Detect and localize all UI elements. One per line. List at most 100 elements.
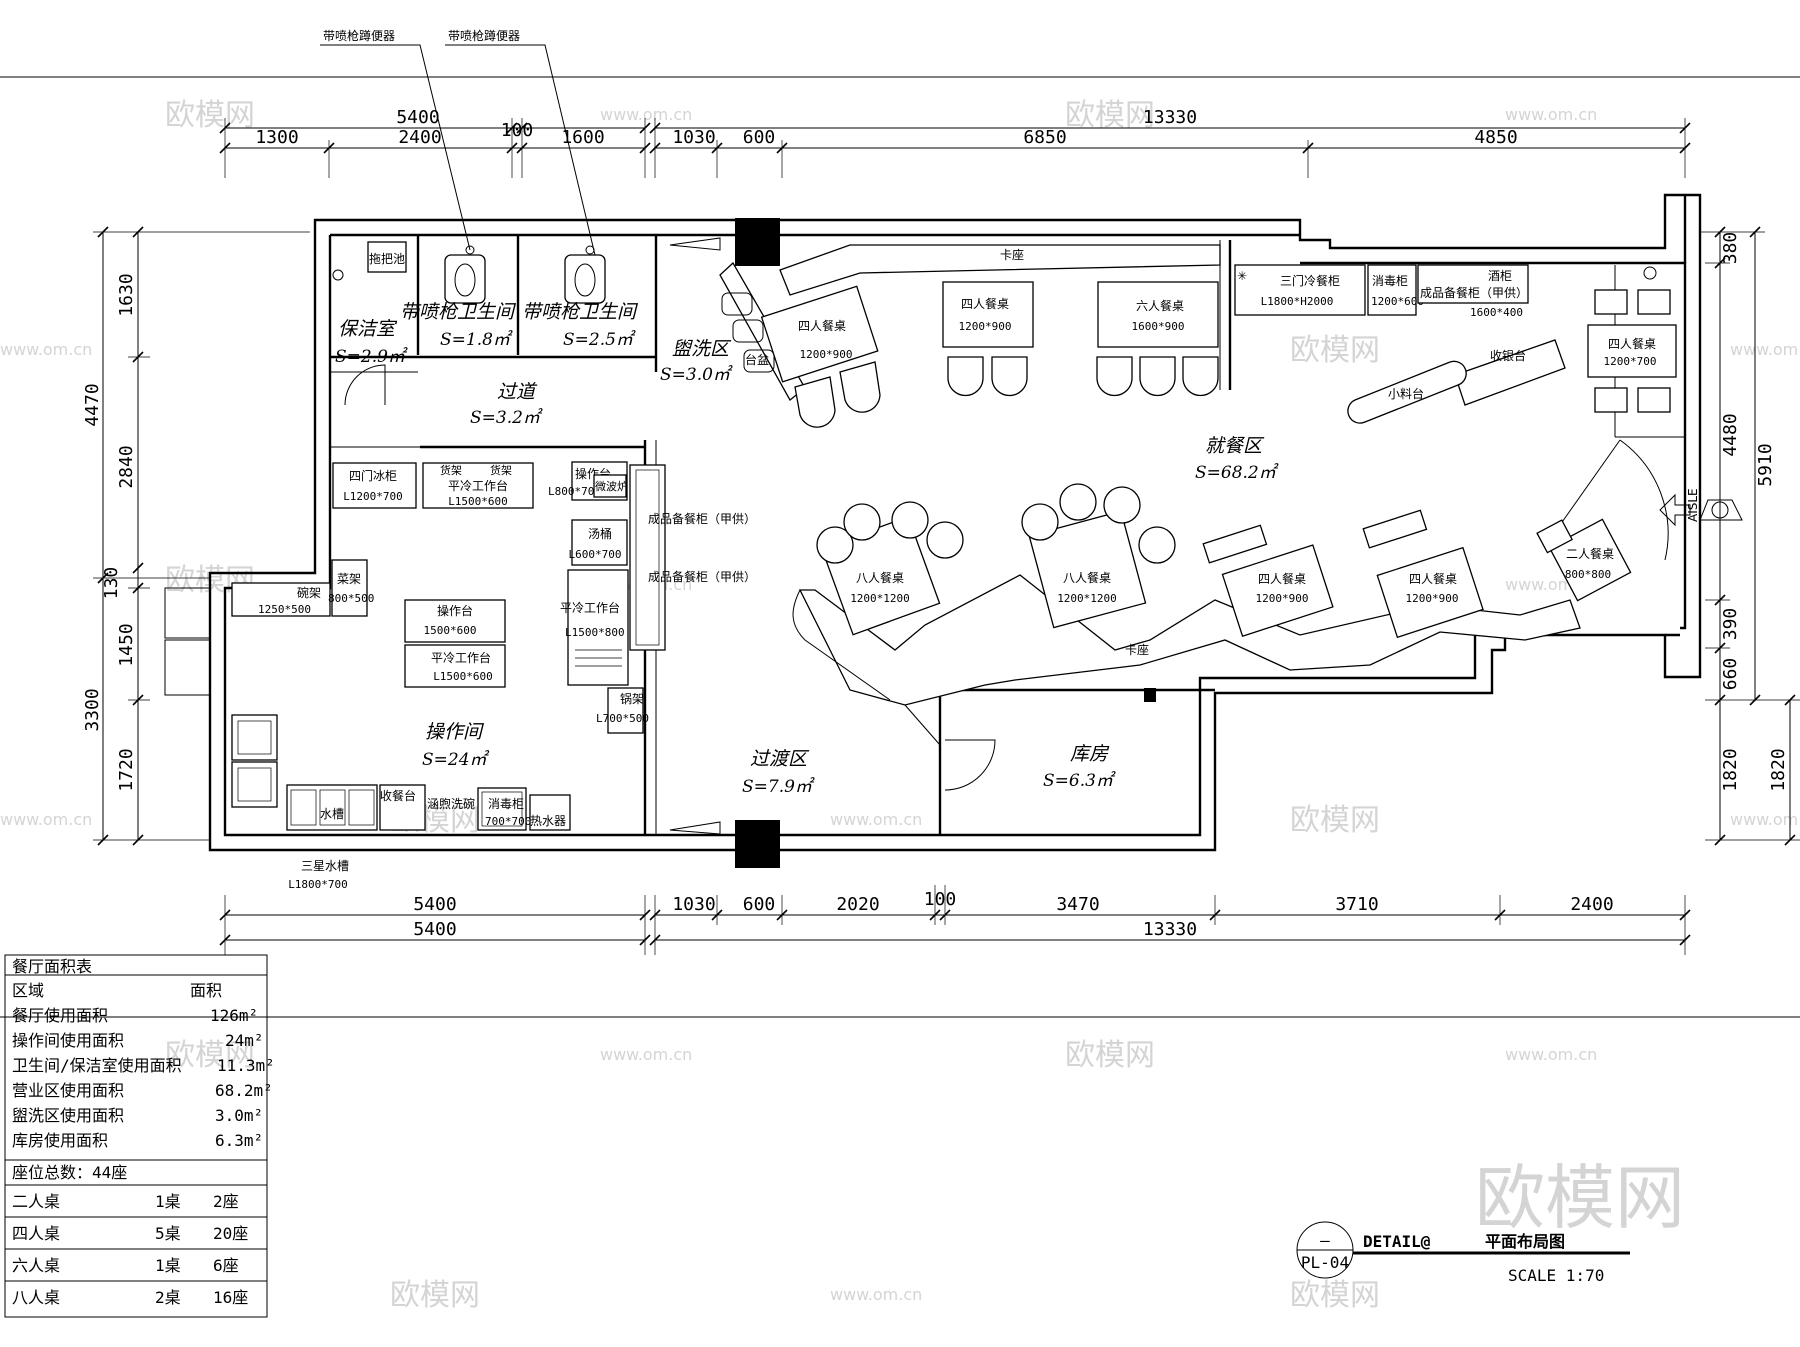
dim-left-inner: 1720 <box>116 748 137 791</box>
chair <box>891 501 929 539</box>
four-table-4-label: 四人餐桌 <box>1258 571 1306 586</box>
dim-right-inner: 4480 <box>1720 413 1741 456</box>
four-table-2 <box>942 281 1034 348</box>
shelf-label: 货架 <box>440 463 462 477</box>
wok-rack <box>607 687 644 734</box>
three-door-name: 三门冷餐柜 <box>1280 273 1340 288</box>
dim-top-seg: 6850 <box>1023 127 1066 148</box>
sheet-symbol-top: — <box>1320 1231 1330 1250</box>
room-corridor-name: 过道 <box>497 381 538 403</box>
seat-row-tables: 1桌 <box>155 1192 181 1211</box>
finished-cabinet-1 <box>629 464 666 651</box>
watermark-site: www.om.cn <box>1505 105 1597 124</box>
dim-top-seg: 1300 <box>255 127 298 148</box>
veg-rack-label: 菜架 <box>337 572 361 586</box>
disinfect-label: 消毒柜 <box>488 797 524 811</box>
right-dimensions: 380 4480 390 660 1820 5910 1820 <box>1700 226 1800 846</box>
bowl-rack-label: 碗架 <box>297 585 321 600</box>
drawing-scale: SCALE 1:70 <box>1508 1266 1604 1285</box>
area-table-title: 餐厅面积表 <box>12 957 92 976</box>
chair <box>839 361 881 413</box>
doors <box>164 237 1669 835</box>
dim-right-inner: 380 <box>1720 232 1741 265</box>
dim-top-seg: 1030 <box>672 127 715 148</box>
four-table-1 <box>760 285 879 383</box>
chair <box>1096 356 1133 397</box>
detail-label: DETAIL@ <box>1363 1232 1431 1251</box>
seat-row-seats: 6座 <box>213 1256 239 1275</box>
watermark-site: www.om.cn <box>1505 1045 1597 1064</box>
watermark-brand: 欧模网 <box>1065 1038 1155 1073</box>
squat-toilet-icon <box>564 254 606 304</box>
room-cleaning-area: S=2.9㎡ <box>335 347 408 367</box>
chair <box>1536 519 1573 554</box>
room-toilet2-name: 带喷枪卫生间 <box>522 301 639 323</box>
sheet-number: PL-04 <box>1301 1253 1349 1272</box>
mop-pool-label: 拖把池 <box>369 252 405 266</box>
cold-bench-3-name: 平冷工作台 <box>431 650 491 665</box>
callout-left: 带喷枪蹲便器 <box>323 28 395 43</box>
seat-row-tables: 5桌 <box>155 1224 181 1243</box>
floor-drain-icon <box>1643 266 1657 280</box>
seat-row-type: 八人桌 <box>12 1288 60 1307</box>
wok-rack-size: L700*500 <box>596 712 649 725</box>
area-row-region: 盥洗区使用面积 <box>12 1106 124 1125</box>
dim-top-gap: 100 <box>501 120 534 141</box>
dim-right-outer: 5910 <box>1755 443 1776 486</box>
booth-top-label: 卡座 <box>1000 247 1024 262</box>
four-table-4 <box>1221 544 1334 638</box>
three-door-size: L1800*H2000 <box>1261 295 1334 308</box>
room-dining-name: 就餐区 <box>1205 435 1265 457</box>
microwave-label: 微波炉 <box>595 479 628 493</box>
six-table-size: 1600*900 <box>1132 320 1185 333</box>
mop-pool <box>367 241 407 273</box>
cashier-label: 收银台 <box>1490 348 1526 363</box>
veg-rack <box>331 559 368 617</box>
dim-top-total-left: 5400 <box>396 107 439 128</box>
room-wash-area: S=3.0㎡ <box>660 365 733 385</box>
work-counter-size: L800*700 <box>548 485 601 498</box>
sink-3-size: L1800*700 <box>288 878 348 891</box>
four-table-3-size: 1200*700 <box>1604 355 1657 368</box>
watermark-brand: 欧模网 <box>390 1278 480 1313</box>
bowl-rack-size: 1250*500 <box>258 603 311 616</box>
watermark-site: www.om.cn <box>1730 810 1800 829</box>
room-transition-area: S=7.9㎡ <box>742 777 815 797</box>
soup-station <box>571 519 628 566</box>
area-row-value: 68.2m² <box>215 1081 273 1100</box>
booth-seat-zigzag <box>798 574 1581 706</box>
room-storage-name: 库房 <box>1070 743 1110 765</box>
chair <box>1139 356 1176 397</box>
seat-row-tables: 2桌 <box>155 1288 181 1307</box>
entrance-arrow-icon: AISLE <box>1659 488 1743 527</box>
fridge-name: 四门冰柜 <box>349 468 397 483</box>
seat-row-seats: 16座 <box>213 1288 248 1307</box>
chair <box>1637 289 1671 315</box>
drawing-title: 平面布局图 <box>1485 1232 1565 1251</box>
chair <box>1059 483 1097 521</box>
dish-return-counter <box>379 784 426 831</box>
sterilizer-size: 1200*600 <box>1371 295 1424 308</box>
soup-size: L600*700 <box>569 548 622 561</box>
dim-top-seg: 600 <box>743 127 776 148</box>
seat-row-type: 六人桌 <box>12 1256 60 1275</box>
chair <box>926 521 964 559</box>
dim-left-outer: 3300 <box>82 688 103 731</box>
cold-bench-1 <box>422 462 534 509</box>
sterilizer-label: 消毒柜 <box>1372 274 1408 288</box>
chair <box>843 503 881 541</box>
four-table-3 <box>1587 324 1677 378</box>
dim-right-inner: 390 <box>1720 608 1741 641</box>
dim-right-inner: 660 <box>1720 658 1741 691</box>
chair <box>816 526 854 564</box>
dim-bottom-seg: 3470 <box>1056 894 1099 915</box>
four-table-2-label: 四人餐桌 <box>961 296 1009 311</box>
dim-top-seg: 2400 <box>398 127 441 148</box>
area-table-header-area: 面积 <box>190 981 222 1000</box>
area-row-region: 营业区使用面积 <box>12 1081 124 1100</box>
side-counter-label: 小料台 <box>1388 386 1424 401</box>
dim-bottom-seg: 600 <box>743 894 776 915</box>
room-transition-name: 过渡区 <box>750 748 810 770</box>
chair <box>794 376 836 428</box>
watermark-site: www.om.cn <box>0 810 92 829</box>
